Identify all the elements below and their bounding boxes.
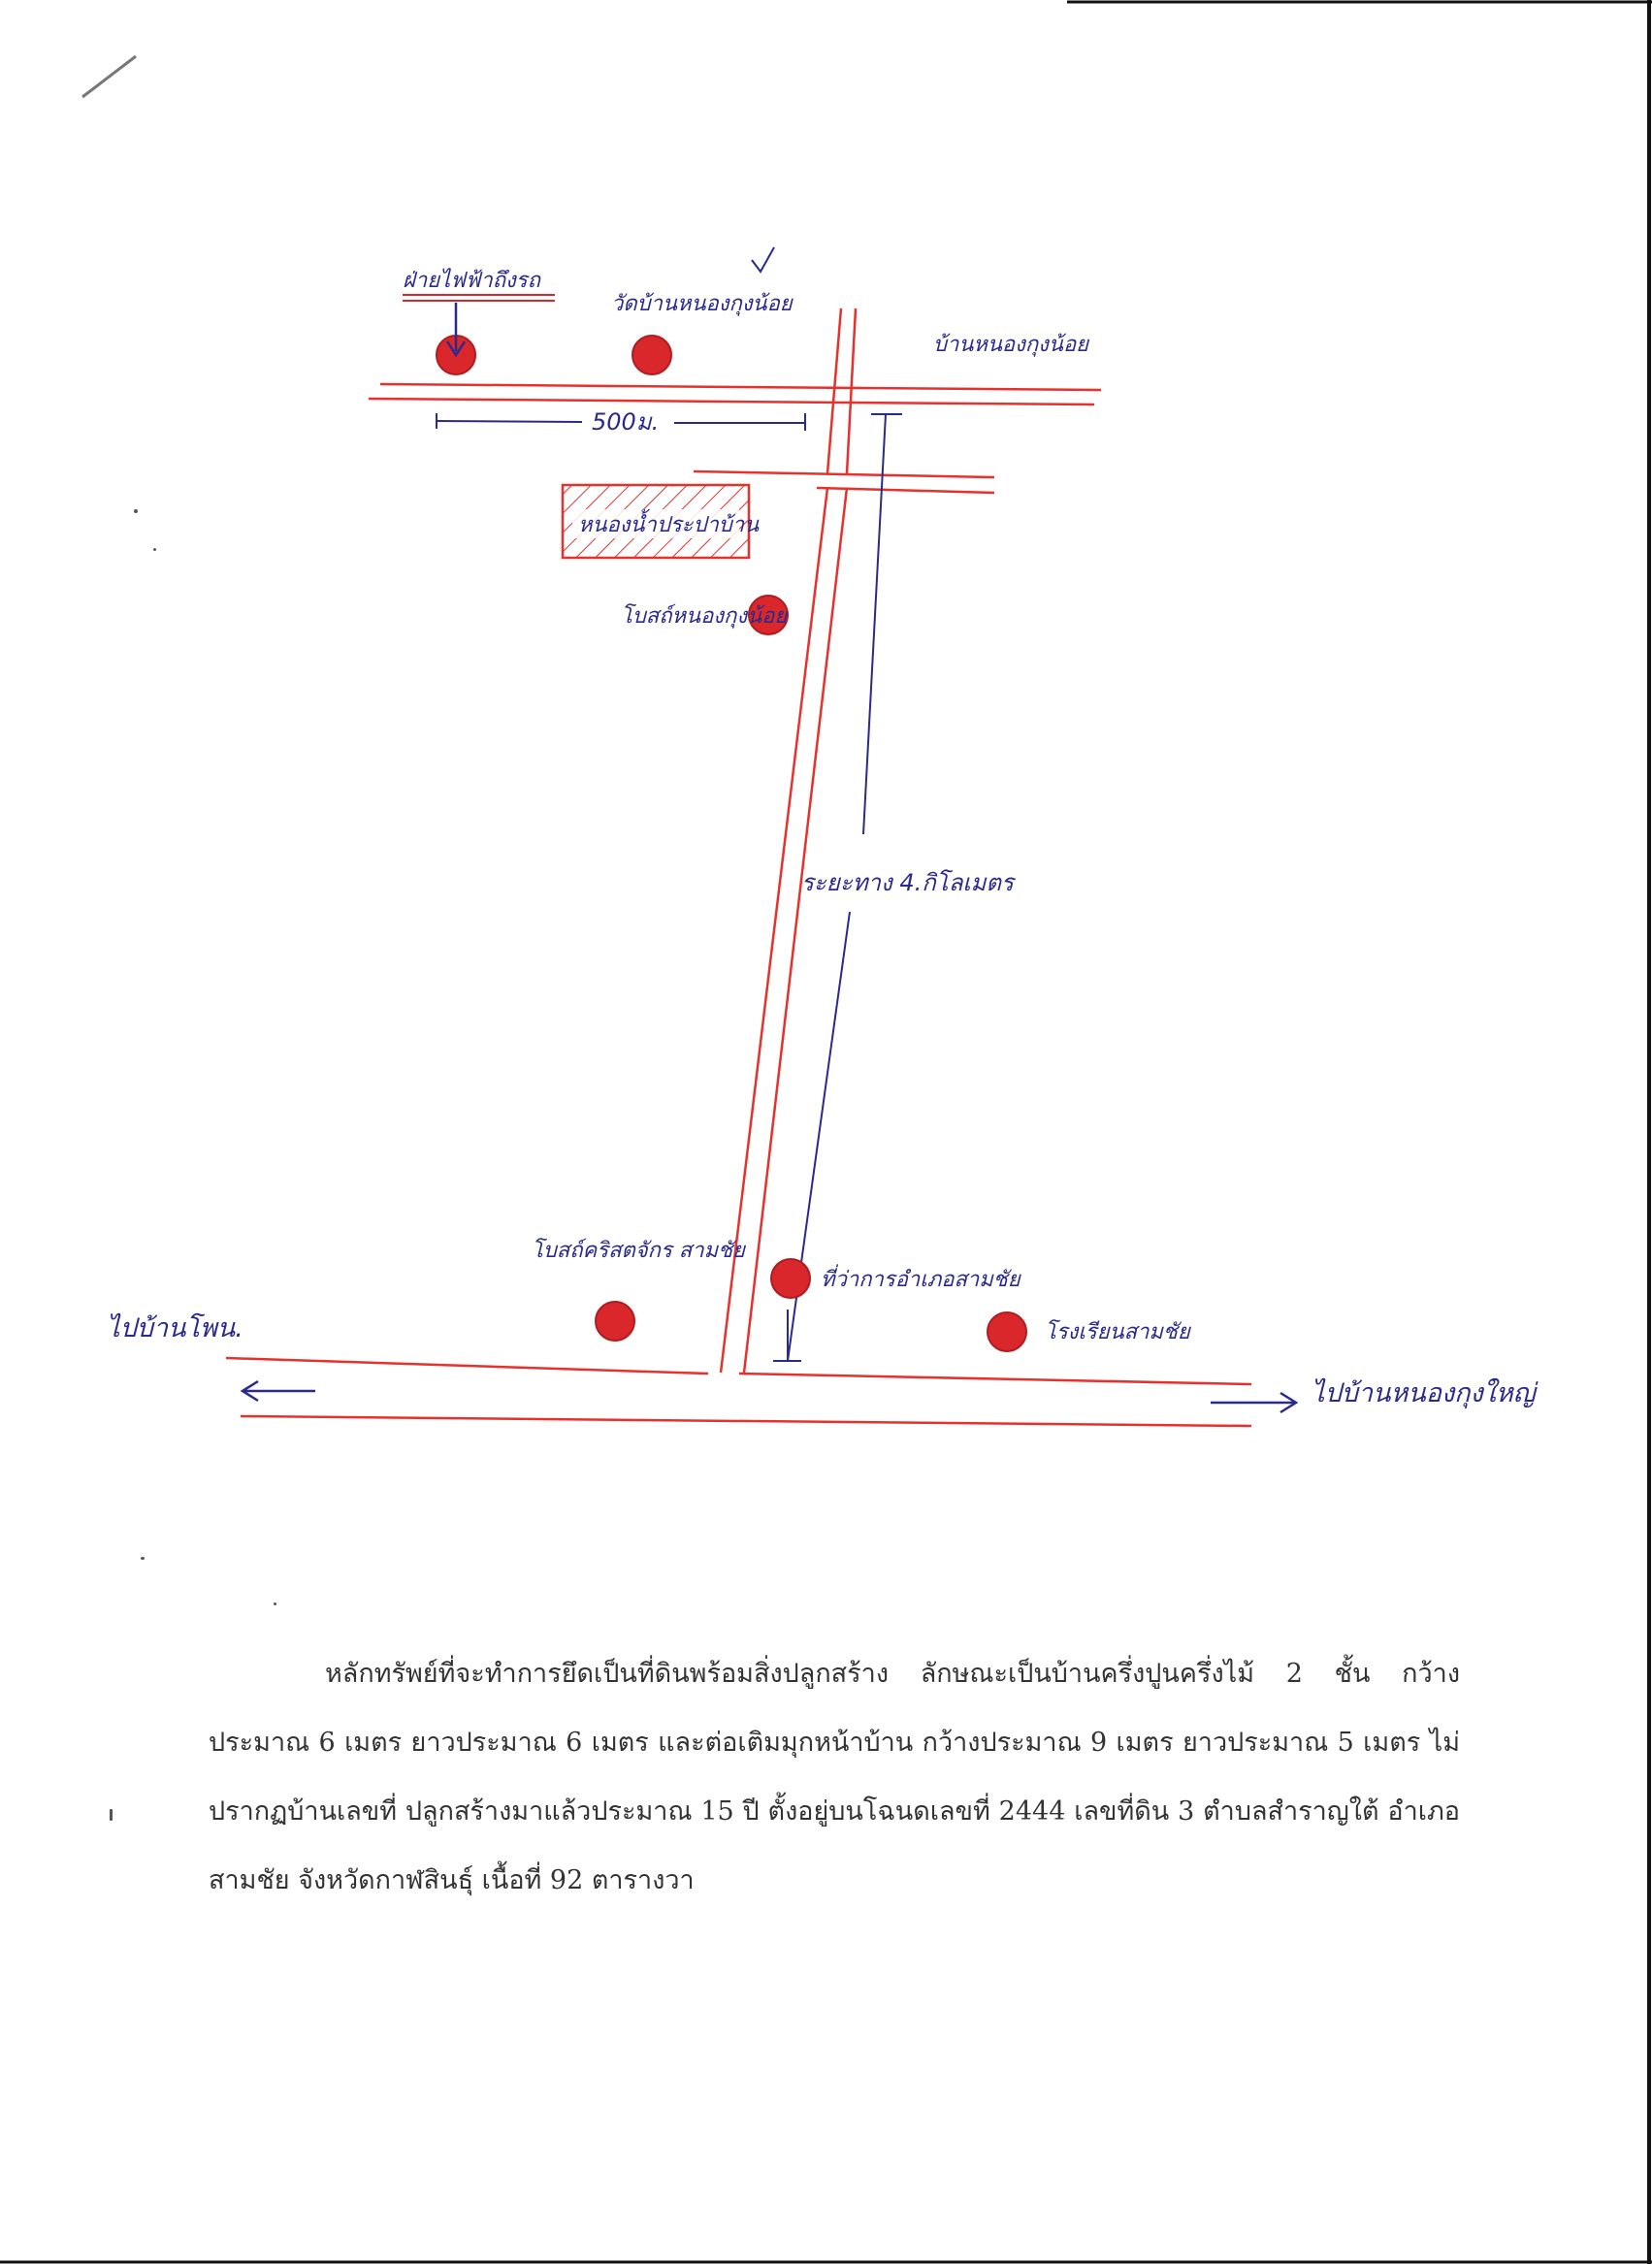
marker-temple bbox=[632, 335, 672, 375]
road-main-vertical bbox=[719, 307, 858, 1374]
label-village-north: บ้านหนองกุงน้อย bbox=[933, 333, 1090, 357]
scan-speck bbox=[153, 548, 156, 551]
distance-500-label: 500ม. bbox=[592, 408, 659, 436]
label-temple: วัดบ้านหนองกุงน้อย bbox=[611, 292, 794, 316]
marker-health-center bbox=[436, 303, 476, 375]
label-to-west: ไปบ้านโพน. bbox=[107, 1312, 243, 1343]
label-church-south: โบสถ์คริสตจักร สามชัย bbox=[532, 1238, 747, 1263]
road-north bbox=[368, 382, 1102, 406]
label-church: โบสถ์หนองกุงน้อย bbox=[621, 603, 789, 629]
scan-speck bbox=[141, 1557, 145, 1560]
label-health-center: ฝ่ายไฟฟ้าถึงรถ bbox=[403, 268, 542, 293]
marker-church bbox=[748, 595, 789, 635]
marker-church-south bbox=[595, 1301, 635, 1342]
label-health-center-underline bbox=[403, 294, 555, 302]
property-description: หลักทรัพย์ที่จะทำการยึดเป็นที่ดินพร้อมสิ… bbox=[209, 1659, 1460, 1895]
road-south bbox=[225, 1356, 1252, 1428]
label-school: โรงเรียนสามชัย bbox=[1045, 1319, 1192, 1344]
village-pond-label: หนองน้ำประปาบ้าน bbox=[578, 508, 760, 537]
arrow-left-icon bbox=[240, 1379, 315, 1403]
arrow-right-icon bbox=[1211, 1391, 1299, 1414]
marker-district-office bbox=[770, 1258, 811, 1299]
scan-speck bbox=[110, 1809, 113, 1821]
village-pond-label-bg bbox=[572, 509, 739, 538]
paper-clip-mark bbox=[81, 54, 137, 99]
distance-4km-label: ระยะทาง 4.กิโลเมตร bbox=[801, 869, 1017, 896]
label-district-office: ที่ว่าการอำเภอสามชัย bbox=[821, 1264, 1022, 1292]
scan-speck bbox=[274, 1602, 276, 1605]
scan-speck bbox=[134, 509, 138, 513]
marker-school bbox=[987, 1311, 1027, 1352]
distance-500-line bbox=[436, 413, 806, 431]
label-to-east: ไปบ้านหนองกุงใหญ่ bbox=[1312, 1377, 1539, 1409]
check-mark-icon bbox=[751, 246, 775, 274]
